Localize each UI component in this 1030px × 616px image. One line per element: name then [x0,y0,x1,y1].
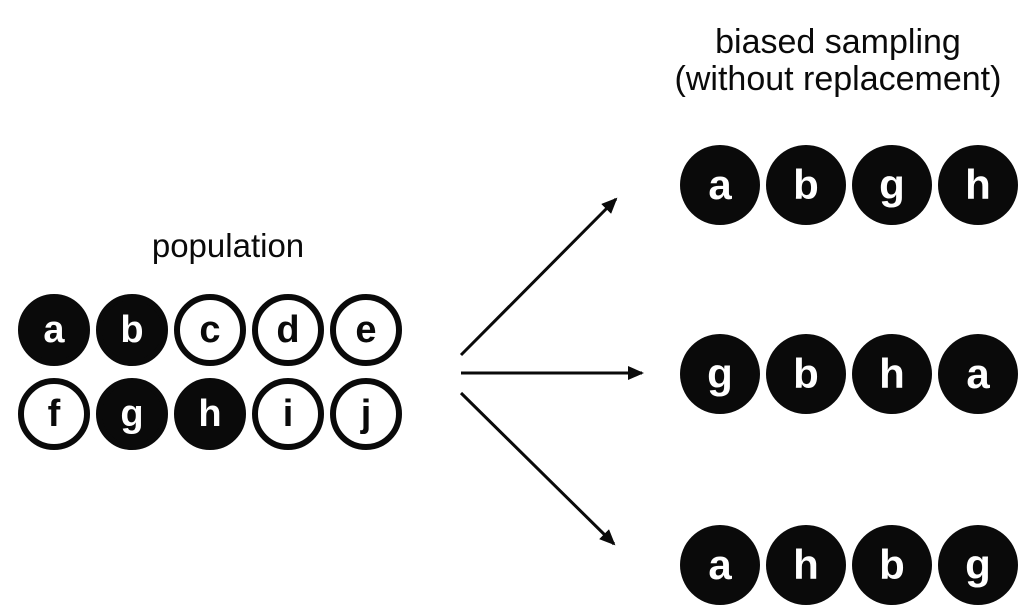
sample-circle: g [680,334,760,414]
population-circle-letter: h [198,393,222,435]
title-line-2: (without replacement) [674,60,1002,98]
sample-circle: a [680,525,760,605]
sample-circle-letter: g [707,350,733,397]
sample-circle: b [766,145,846,225]
population-circle: j [330,378,402,450]
sample-3: a h b g [680,525,1018,605]
population-circle-letter: g [120,393,144,435]
population-circle-letter: a [43,309,65,351]
sample-circle: g [938,525,1018,605]
population-circle-letter: j [360,393,372,435]
population-circle-letter: d [276,309,300,351]
arrow-to-sample-3 [459,391,616,546]
population-circle: d [252,294,324,366]
population-circle: i [252,378,324,450]
sample-circle: g [852,145,932,225]
sample-circle-letter: b [879,541,905,588]
population-row-2: f g h i j [18,378,402,450]
population-circle: g [96,378,168,450]
sampling-arrows [459,197,644,546]
sample-2: g b h a [680,334,1018,414]
sample-circle: a [938,334,1018,414]
sample-circle-letter: b [793,350,819,397]
population-circle-letter: e [355,309,377,351]
population-circle: f [18,378,90,450]
title-line-1: biased sampling [715,23,961,61]
sample-circle-letter: g [879,161,905,208]
sample-1: a b g h [680,145,1018,225]
population-circle-letter: f [47,393,61,435]
sample-circle: h [938,145,1018,225]
population-circle-letter: i [282,393,294,435]
sample-circle-letter: a [966,350,990,397]
population-circle: h [174,378,246,450]
population-circle: c [174,294,246,366]
population-group: a b c d e f g h i j [18,294,402,450]
population-circle: a [18,294,90,366]
population-circle-letter: c [199,309,221,351]
sample-circle: h [852,334,932,414]
arrow-to-sample-1 [459,197,618,357]
sample-circle-letter: a [708,541,732,588]
sample-circle: b [766,334,846,414]
sample-circle-letter: a [708,161,732,208]
sample-circle-letter: h [793,541,819,588]
sample-circle-letter: b [793,161,819,208]
population-label: population [151,227,305,264]
sample-circle: h [766,525,846,605]
sample-circle-letter: g [965,541,991,588]
population-row-1: a b c d e [18,294,402,366]
population-circle: e [330,294,402,366]
diagram-title: biased sampling (without replacement) [628,24,1030,98]
sample-circle: b [852,525,932,605]
population-circle-letter: b [120,309,144,351]
sample-circle-letter: h [965,161,991,208]
population-circle: b [96,294,168,366]
sample-circle: a [680,145,760,225]
sample-circle-letter: h [879,350,905,397]
